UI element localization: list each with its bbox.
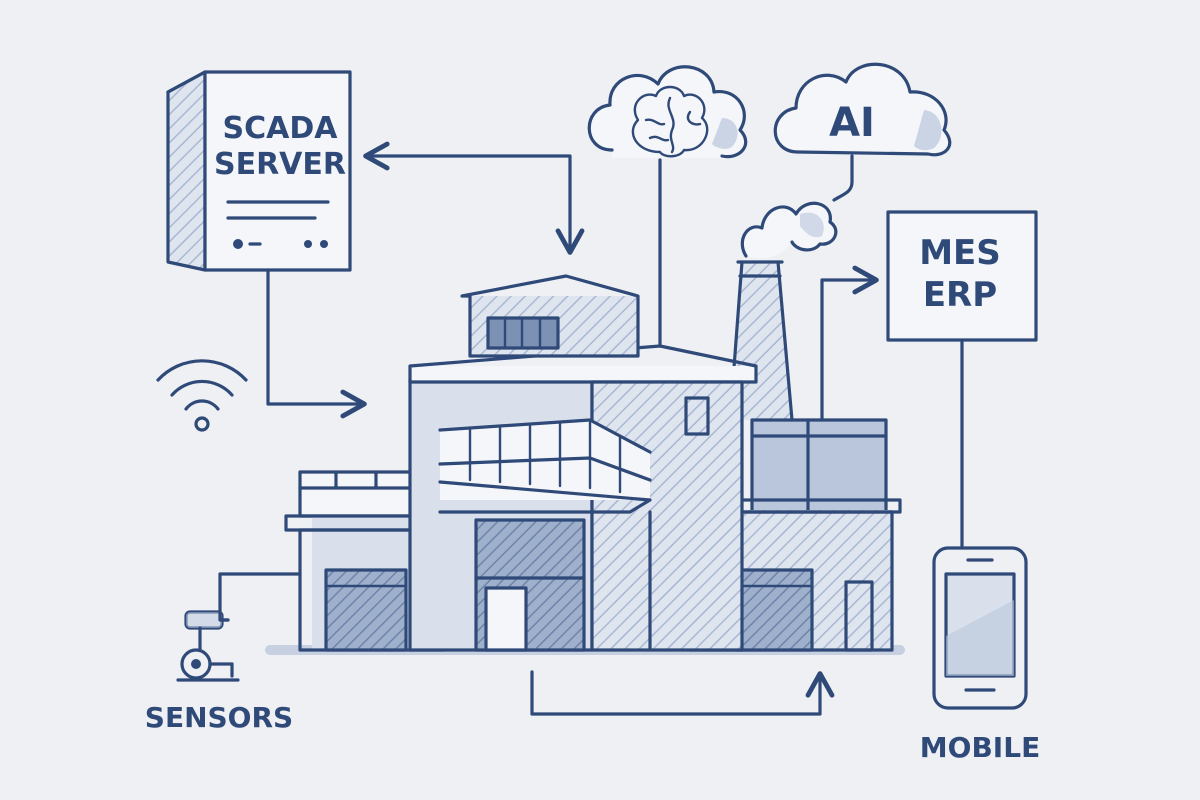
ai-cloud: AI — [773, 62, 952, 157]
server-front-panel — [205, 72, 350, 270]
brain-cloud — [587, 65, 748, 159]
smartphone-icon — [932, 546, 1028, 710]
scada-server: SCADA SERVER — [166, 70, 352, 272]
sensor-factory-link — [218, 572, 302, 622]
scada-label-line2: SERVER — [214, 147, 346, 182]
mes-erp-system: MES ERP — [886, 210, 1038, 342]
brain-icon — [631, 85, 709, 158]
erp-label: ERP — [923, 275, 997, 315]
tower-window — [684, 396, 710, 436]
mes-label: MES — [919, 233, 1001, 273]
side-door — [844, 580, 874, 652]
garage-door-right — [736, 570, 812, 650]
server-led — [320, 240, 328, 248]
server-led — [233, 239, 243, 249]
scada-label-line1: SCADA — [223, 111, 339, 146]
scada-factory-link — [363, 141, 585, 255]
garage-door-left — [326, 570, 406, 650]
sensor-icon — [176, 610, 240, 682]
factory-mes-link — [820, 265, 879, 422]
ai-cloud-link — [832, 154, 854, 202]
factory-icon — [265, 274, 905, 655]
sensors-label: SENSORS — [145, 701, 293, 734]
server-side-panel — [168, 72, 205, 270]
connectors — [218, 141, 964, 716]
server-led — [304, 240, 312, 248]
mobile-label: MOBILE — [920, 731, 1040, 764]
scada-downlink — [266, 268, 367, 419]
ai-label: AI — [829, 100, 875, 146]
wifi-icon — [156, 359, 248, 432]
mes-erp-box — [888, 212, 1036, 340]
feedback-loop — [530, 670, 835, 716]
chimney-smoke-icon — [728, 201, 838, 422]
